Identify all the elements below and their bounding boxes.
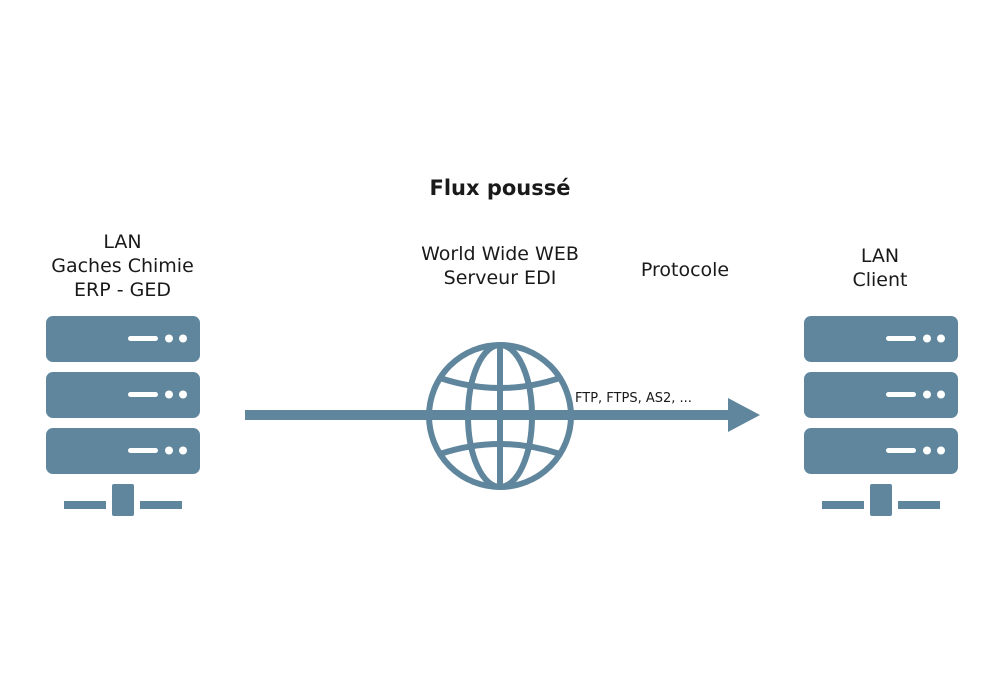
left-node-label: LAN Gaches Chimie ERP - GED <box>20 230 225 302</box>
server-unit <box>804 316 958 362</box>
network-connector-icon <box>64 484 182 516</box>
server-unit <box>804 372 958 418</box>
server-stack-icon <box>46 316 200 516</box>
right-node-line: Client <box>852 269 908 291</box>
server-unit <box>46 428 200 474</box>
web-node-line: Serveur EDI <box>443 267 557 289</box>
right-node-line: LAN <box>860 245 900 267</box>
server-unit <box>46 372 200 418</box>
network-connector-icon <box>822 484 940 516</box>
web-node-line: World Wide WEB <box>421 243 579 265</box>
right-node-label: LAN Client <box>790 244 970 292</box>
left-node-line: ERP - GED <box>74 279 171 301</box>
diagram-title: Flux poussé <box>429 176 571 200</box>
server-unit <box>46 316 200 362</box>
protocol-label: Protocole <box>640 259 730 281</box>
protocols-text: FTP, FTPS, AS2, ... <box>575 391 692 406</box>
server-stack-icon <box>804 316 958 516</box>
web-node-label: World Wide WEB Serveur EDI <box>385 242 615 290</box>
arrow-right-icon <box>245 398 760 432</box>
server-unit <box>804 428 958 474</box>
left-node-line: LAN <box>103 231 142 253</box>
left-node-line: Gaches Chimie <box>51 255 194 277</box>
